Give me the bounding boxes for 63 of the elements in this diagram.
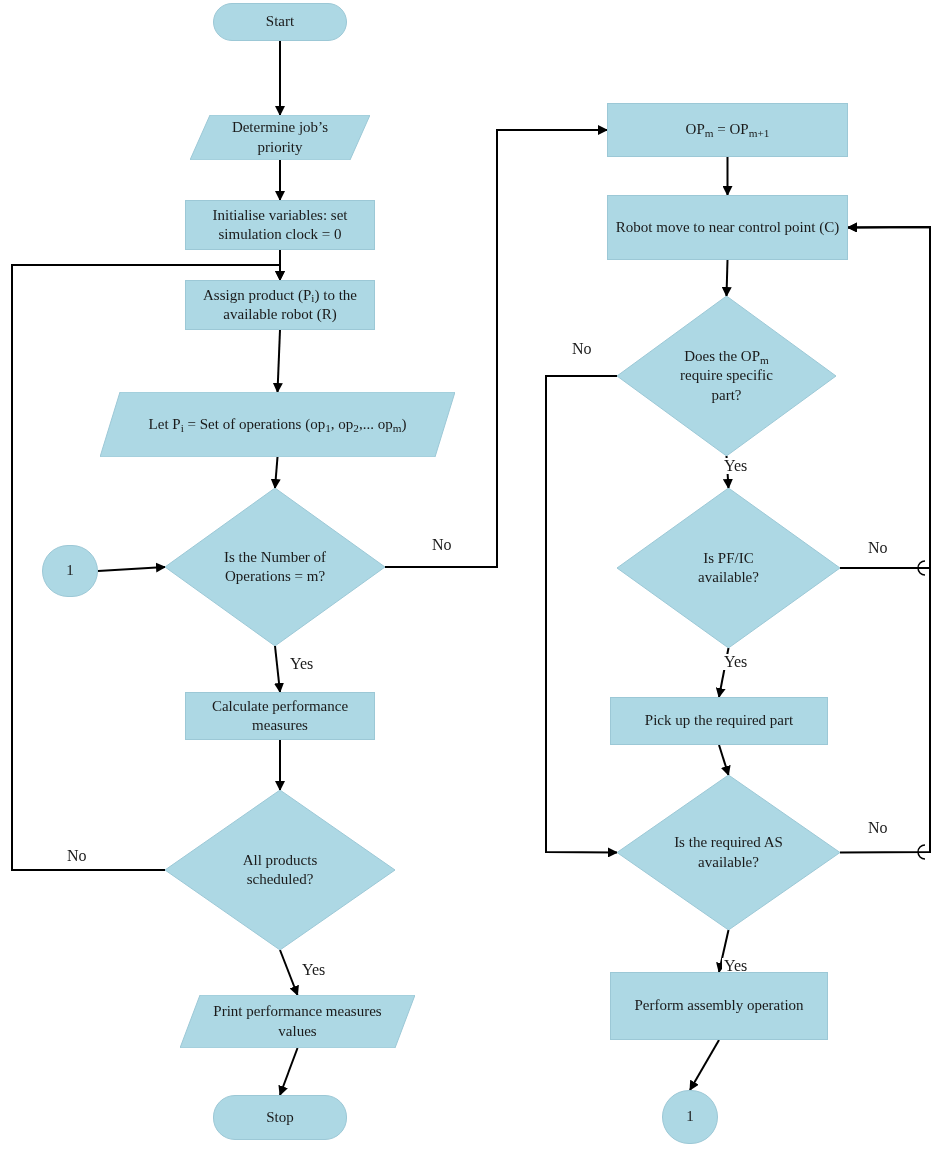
arrow (275, 739, 285, 791)
node-text: Start (265, 12, 295, 32)
arrow (275, 159, 285, 201)
node-text: OP$_{m}$ = OP$_{m+1}$ (685, 120, 770, 140)
node-text: Is the required AS available? (673, 833, 784, 872)
edge-label: Yes (288, 656, 316, 672)
arrow (722, 156, 733, 196)
arrow (839, 222, 931, 854)
process-box (607, 103, 848, 157)
process-box (610, 972, 828, 1040)
edge-label: Yes (722, 458, 750, 474)
node-text: Assign product (P$_{i}$) to the available robot (R) (202, 285, 358, 324)
node-text: Initialise variables: set simulation clock = 0 (211, 205, 349, 244)
arrow (11, 264, 285, 871)
node-text: Calculate performance measures (210, 696, 350, 735)
arrow (278, 1047, 299, 1096)
arrow (270, 456, 281, 489)
arrow (716, 929, 730, 973)
arrow (272, 329, 283, 393)
edge-label: No (866, 820, 890, 836)
process-box (607, 195, 848, 260)
node-text: Does the OP$_{m}$ require specific part? (679, 346, 774, 405)
node-text: All products scheduled? (241, 850, 319, 889)
input-output-box (190, 115, 370, 160)
arrow (689, 1039, 720, 1091)
arrow (718, 744, 731, 776)
terminal-box (213, 3, 347, 41)
arrow (275, 40, 285, 116)
edge-label: No (65, 848, 89, 864)
edge-label: No (570, 341, 594, 357)
arrow (384, 125, 608, 568)
node-text: Print performance measures values (212, 1002, 383, 1041)
decision-diamond (165, 790, 395, 950)
terminal-box (213, 1095, 347, 1140)
edge-label: Yes (722, 654, 750, 670)
arrow (545, 375, 618, 858)
node-text: 1 (66, 561, 74, 581)
input-output-box (100, 392, 455, 457)
node-text: Is the Number of Operations = m? (222, 547, 328, 586)
arrow (274, 645, 284, 693)
input-output-box (180, 995, 415, 1048)
process-box (610, 697, 828, 745)
decision-diamond (617, 775, 840, 930)
process-box (185, 692, 375, 740)
node-text: Is PF/IC available? (697, 548, 760, 587)
edge-label: No (866, 540, 890, 556)
arrow (279, 949, 299, 996)
edge-label: Yes (300, 962, 328, 978)
arrow (97, 562, 166, 573)
decision-diamond (617, 296, 836, 456)
node-text: Determine job’s priority (230, 118, 330, 157)
node-text: Perform assembly operation (634, 996, 804, 1016)
decision-diamond (165, 488, 385, 646)
node-text: Pick up the required part (644, 711, 794, 731)
process-box (185, 280, 375, 330)
node-text: 1 (686, 1107, 694, 1127)
node-text: Robot move to near control point (C) (615, 217, 840, 237)
process-box (185, 200, 375, 250)
decision-diamond (617, 488, 840, 648)
node-text: Stop (266, 1107, 294, 1127)
edge-label: No (430, 537, 454, 553)
arrow (721, 259, 732, 297)
node-text: Let P$_{i}$ = Set of operations (op$_{1}$, op$_{2}$,... op$_{m}$) (148, 414, 407, 435)
